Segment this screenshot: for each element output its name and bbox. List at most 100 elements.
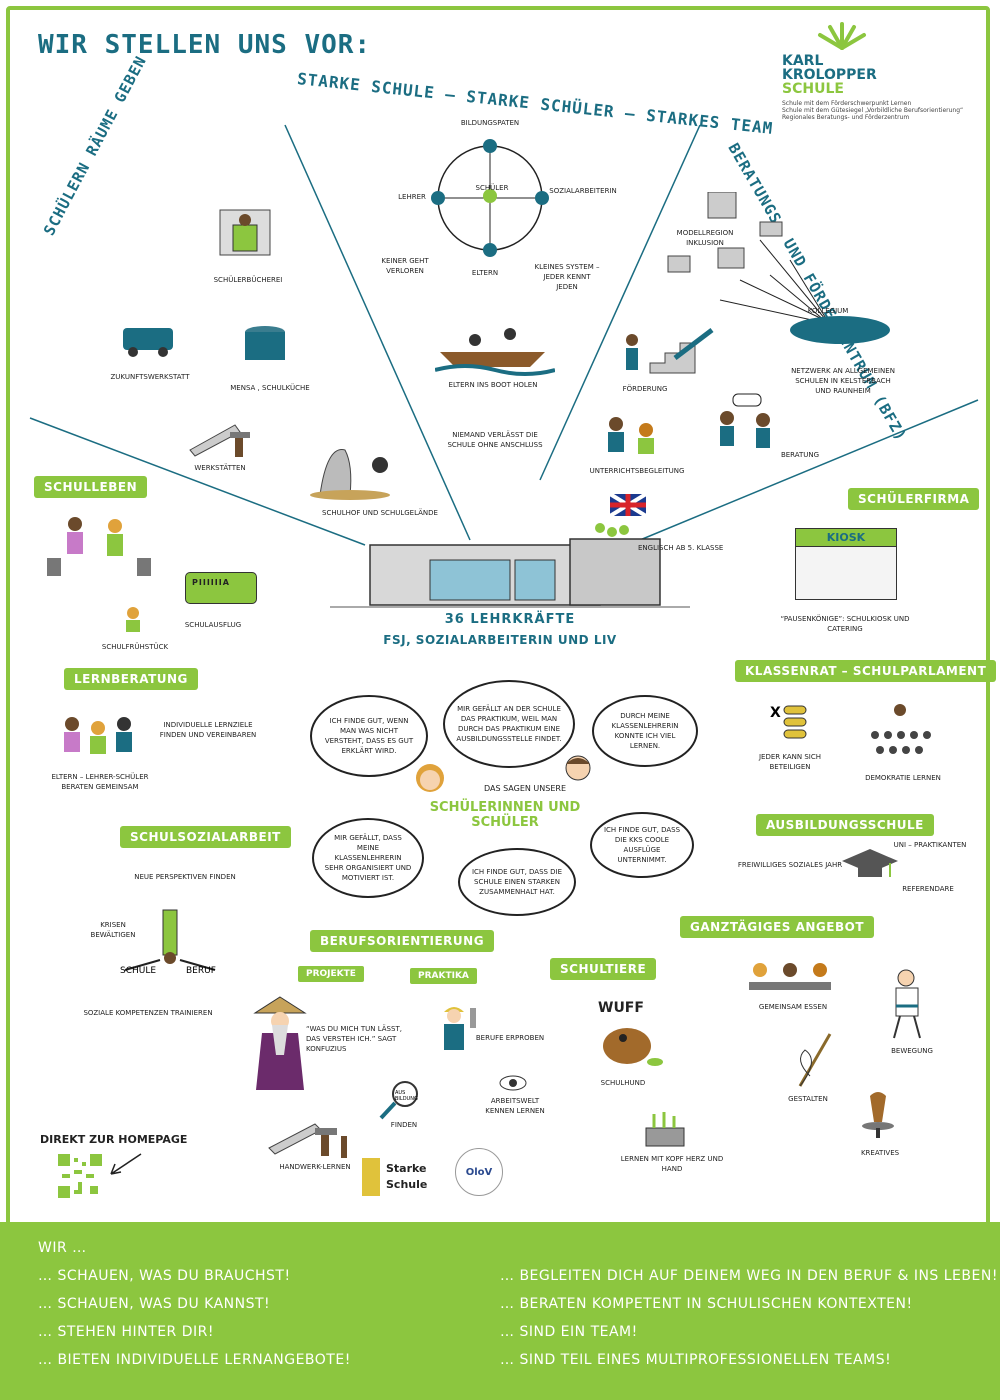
magnifier-illustration: AUS BILDUNG	[375, 1080, 425, 1125]
qr-code[interactable]	[58, 1154, 102, 1198]
label-keiner: KEINER GEHT VERLOREN	[381, 257, 429, 275]
sun-logo-icon	[818, 22, 866, 50]
staff-count: 36 LEHRKRÄFTE	[444, 612, 576, 627]
label-gestalten: GESTALTEN	[788, 1095, 828, 1103]
bus-illustration: PIIIIIIA	[185, 572, 257, 604]
speech-bubble-1: ICH FINDE GUT, WENN MAN WAS NICHT VERSTE…	[310, 695, 428, 777]
kiosk-sign: KIOSK	[796, 529, 896, 547]
breakfast-illustration	[126, 607, 140, 632]
needle-thread-icon	[798, 1033, 832, 1087]
boat-illustration	[435, 328, 555, 376]
label-eltern: ELTERN	[471, 269, 499, 277]
label-referendare: REFERENDARE	[902, 885, 954, 893]
label-schulfruehstueck: SCHULFRÜHSTÜCK	[101, 643, 169, 651]
logo-line-2: KROLOPPER	[782, 67, 877, 83]
label-kollegium: KOLLEGIUM	[807, 307, 849, 315]
label-mensa: MENSA , SCHULKÜCHE	[230, 384, 310, 392]
tag-ganztag: GANZTÄGIGES ANGEBOT	[680, 916, 875, 938]
vote-mark: X	[770, 705, 781, 721]
label-werkstaetten: WERKSTÄTTEN	[194, 464, 246, 472]
label-perspektiven: NEUE PERSPEKTIVEN FINDEN	[134, 873, 236, 881]
tools-illustration	[185, 420, 265, 464]
label-schueler: SCHÜLER	[475, 184, 509, 192]
graduation-cap-icon	[842, 849, 898, 877]
label-essen: GEMEINSAM ESSEN	[758, 1003, 828, 1011]
label-lehrer: LEHRER	[398, 193, 426, 201]
magnifier-text: AUS BILDUNG	[395, 1090, 418, 1102]
speech-bubble-2: MIR GEFÄLLT AN DER SCHULE DAS PRAKTIKUM,…	[443, 680, 575, 768]
label-sozial: SOZIALARBEITERIN	[549, 187, 617, 195]
footer-left-1: … SCHAUEN, WAS DU BRAUCHST!	[38, 1268, 291, 1284]
label-bildungspaten: BILDUNGSPATEN	[460, 119, 520, 127]
speech-bubble-5: ICH FINDE GUT, DASS DIE SCHULE EINEN STA…	[458, 848, 576, 916]
bus-sign: PIIIIIIA	[192, 578, 230, 587]
label-buecherei: SCHÜLERBÜCHEREI	[213, 276, 283, 284]
library-illustration	[215, 205, 275, 269]
staff-roles: FSJ, SOZIALARBEITERIN UND LIV	[383, 633, 617, 647]
label-schulhof: SCHULHOF UND SCHULGELÄNDE	[322, 509, 438, 517]
dog-illustration	[603, 1028, 663, 1066]
logo-desc-2: Schule mit dem Gütesiegel „Vorbildliche …	[782, 107, 964, 114]
label-beteiligen: JEDER KANN SICH BETEILIGEN	[758, 753, 821, 771]
tag-praktika: PRAKTIKA	[410, 968, 477, 984]
label-bewegung: BEWEGUNG	[891, 1047, 933, 1055]
logo-line-1: KARL	[782, 53, 824, 69]
label-finden: FINDEN	[390, 1121, 418, 1129]
boy-face-icon	[565, 755, 591, 781]
tag-klassenrat: KLASSENRAT – SCHULPARLAMENT	[735, 660, 997, 682]
label-handwerk: HANDWERK-LERNEN	[279, 1163, 351, 1171]
footer-wir: WIR …	[38, 1240, 87, 1256]
label-erproben: BERUFE ERPROBEN	[475, 1034, 545, 1042]
robot-illustration	[118, 318, 178, 362]
footer-left-3: … STEHEN HINTER DIR!	[38, 1324, 214, 1340]
logo-line-3: SCHULE	[782, 81, 844, 97]
tag-schuelerfirma: SCHÜLERFIRMA	[848, 488, 980, 510]
label-zukunft: ZUKUNFTSWERKSTATT	[110, 373, 190, 381]
badge-starke-1: Starke	[386, 1162, 427, 1175]
dancing-illustration	[47, 517, 151, 576]
circle-arrows-diagram	[431, 139, 549, 257]
page-title: WIR STELLEN UNS VOR:	[38, 30, 372, 60]
footer-right-3: … SIND EIN TEAM!	[500, 1324, 638, 1340]
badge-starke-2: Schule	[386, 1178, 428, 1191]
label-lernziele: INDIVIDUELLE LERNZIELE FINDEN UND VEREIN…	[159, 721, 257, 739]
tag-lernberatung: LERNBERATUNG	[64, 668, 198, 690]
footer-right-1: … BEGLEITEN DICH AUF DEINEM WEG IN DEN B…	[500, 1268, 998, 1284]
label-uni: UNI – PRAKTIKANTEN	[893, 841, 967, 849]
handwerk-tools-illustration	[268, 1123, 347, 1158]
network-arrows	[719, 239, 890, 344]
eye-icon	[499, 1075, 527, 1091]
label-krisen: KRISEN BEWÄLTIGEN	[90, 921, 136, 939]
dog-sound: WUFF	[598, 1000, 644, 1016]
label-beraten: ELTERN – LEHRER-SCHÜLER BERATEN GEMEINSA…	[51, 773, 149, 791]
label-schulausflug: SCHULAUSFLUG	[184, 621, 242, 629]
school-building-illustration	[330, 538, 690, 608]
tag-schultiere: SCHULTIERE	[550, 958, 657, 980]
badge-olov: OloV	[465, 1166, 493, 1178]
footer-right-4: … SIND TEIL EINES MULTIPROFESSIONELLEN T…	[500, 1352, 892, 1368]
tag-berufsorientierung: BERUFSORIENTIERUNG	[310, 930, 495, 952]
girl-face-icon	[416, 764, 444, 792]
label-modellregion: MODELLREGION INKLUSION	[676, 229, 734, 247]
consulting-illustration	[720, 393, 770, 448]
parliament-illustration	[871, 704, 931, 754]
tag-ausbildungsschule: AUSBILDUNGSSCHULE	[756, 814, 934, 836]
eating-illustration	[749, 963, 831, 990]
uk-flag-icon	[595, 492, 648, 537]
label-englisch: ENGLISCH AB 5. KLASSE	[638, 544, 724, 552]
speech-bubble-6: ICH FINDE GUT, DASS DIE KKS COOLE AUSFLÜ…	[590, 812, 694, 878]
tag-projekte: PROJEKTE	[298, 966, 364, 982]
arrow-to-qr-icon	[110, 1153, 142, 1175]
buildings-illustration	[667, 192, 783, 273]
bridge-illustration	[124, 909, 216, 971]
label-beratung: BERATUNG	[780, 451, 820, 459]
footer-banner	[0, 1222, 1000, 1400]
label-boot: ELTERN INS BOOT HOLEN	[448, 381, 538, 389]
footer-left-2: … SCHAUEN, WAS DU KANNST!	[38, 1296, 271, 1312]
footer-right-2: … BERATEN KOMPETENT IN SCHULISCHEN KONTE…	[500, 1296, 913, 1312]
logo-desc-1: Schule mit dem Förderschwerpunkt Lernen	[782, 100, 912, 107]
quote-konfuzius: “WAS DU MICH TUN LÄSST, DAS VERSTEH ICH.…	[306, 1025, 402, 1053]
label-kiosk: “PAUSENKÖNIGE”: SCHULKIOSK UND CATERING	[780, 615, 910, 633]
label-bridge-beruf: BERUF	[186, 966, 216, 976]
footer-left-4: … BIETEN INDIVIDUELLE LERNANGEBOTE!	[38, 1352, 351, 1368]
